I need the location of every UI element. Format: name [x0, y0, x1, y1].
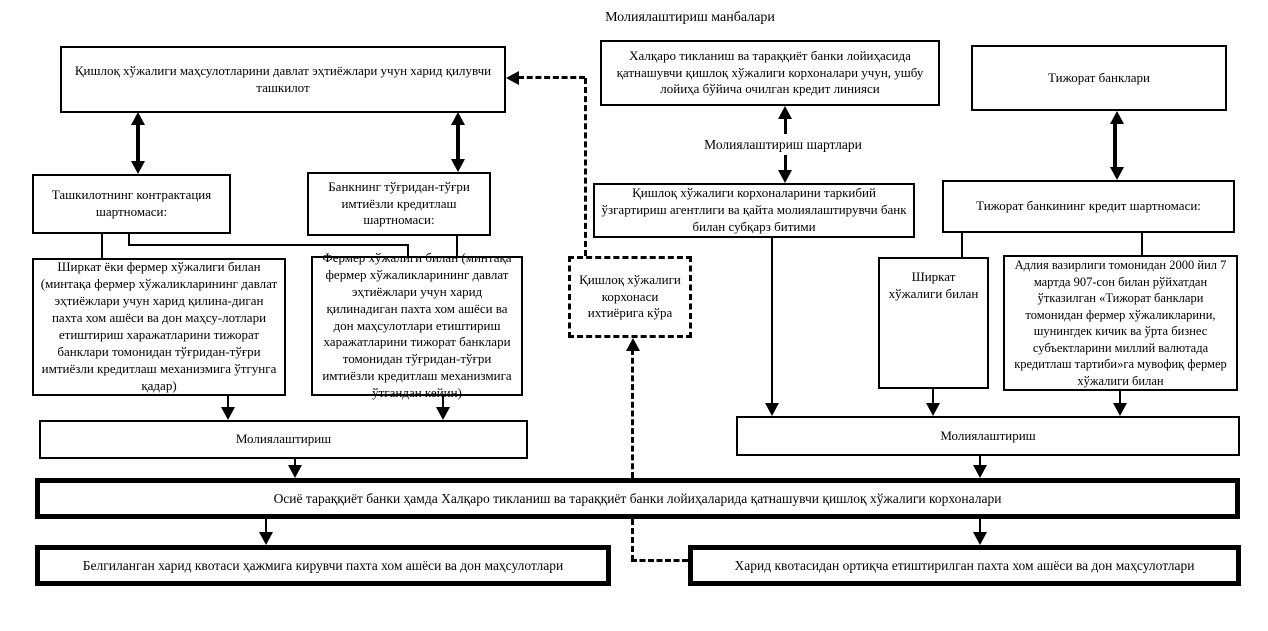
- box-enterprise-discretion: Қишлоқ хўжалиги корхонаси ихтиёрига кўра: [568, 256, 692, 338]
- box-commercial-banks: Тижорат банклари: [971, 45, 1227, 111]
- financing-terms-label: Молиялаштириш шартлари: [704, 137, 862, 152]
- connector-creditcontract-ministry: [1141, 232, 1143, 255]
- box-ibrd-credit-line: Халқаро тикланиш ва тараққиёт банки лойи…: [600, 40, 940, 106]
- box-org-contract: Ташкилотнинг контрактация шартномаси:: [32, 174, 231, 234]
- connector-bankcontract-farmer: [456, 235, 458, 256]
- box-within-quota: Белгиланган харид квотаси ҳажмига кирувч…: [35, 545, 611, 586]
- box-above-quota: Харид квотасидан ортиқча етиштирилган па…: [688, 545, 1241, 586]
- diagram-title: Молиялаштириш манбалари: [605, 10, 775, 25]
- box-adb-ibrd-participants: Осиё тараққиёт банки ҳамда Халқаро тикла…: [35, 478, 1240, 519]
- box-with-shirkat: Ширкат хўжалиги билан: [878, 257, 989, 389]
- box-subloan-agreement: Қишлоқ хўжалиги корхоналарини таркибий ў…: [593, 183, 915, 238]
- box-with-shirkat-or-farmer: Ширкат ёки фермер хўжалиги билан (минтақ…: [32, 258, 286, 396]
- connector-creditcontract-shirkat: [961, 232, 963, 257]
- box-justice-ministry-procedure: Адлия вазирлиги томонидан 2000 йил 7 мар…: [1003, 255, 1238, 391]
- box-procuring-org: Қишлоқ хўжалиги маҳсулотларини давлат эҳ…: [60, 46, 506, 113]
- box-financing-right: Молиялаштириш: [736, 416, 1240, 456]
- box-commercial-bank-credit-contract: Тижорат банкининг кредит шартномаси:: [942, 180, 1235, 233]
- box-bank-direct-credit-contract: Банкнинг тўғридан-тўғри имтиёзли кредитл…: [307, 172, 491, 236]
- connector-orgcontract-shirkat: [101, 233, 103, 258]
- box-with-farmer: Фермер хўжалиги билан (минтақа фермер хў…: [311, 250, 523, 400]
- box-financing-left: Молиялаштириш: [39, 420, 528, 459]
